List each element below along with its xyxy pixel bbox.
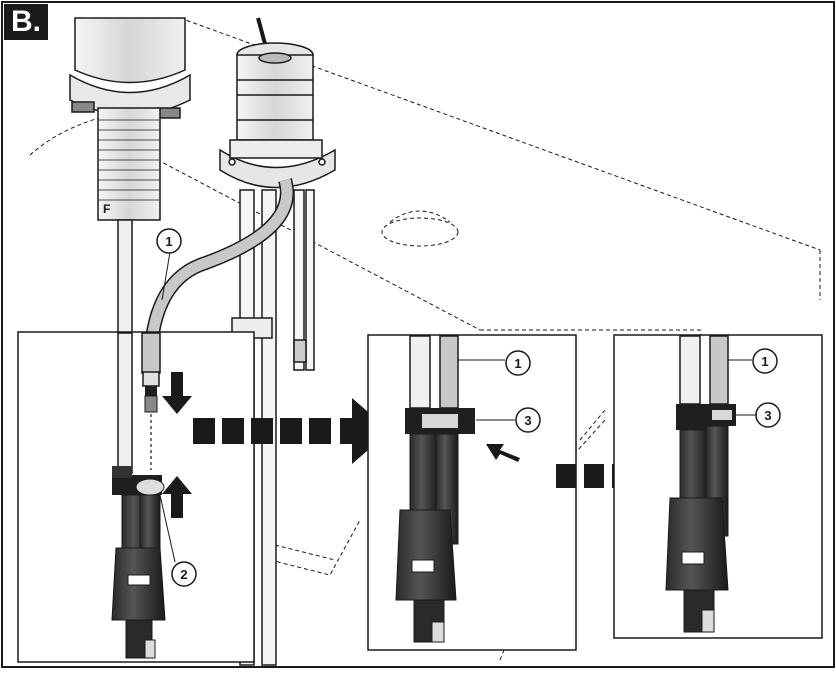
callout-label: 3 — [524, 413, 531, 428]
left-detail-panel — [17, 331, 255, 663]
callout-left-clip: 2 — [171, 561, 197, 587]
callout-label: 2 — [180, 567, 187, 582]
callout-label: 1 — [514, 356, 521, 371]
callout-right-hose: 1 — [752, 348, 778, 374]
callout-middle-hose: 1 — [505, 350, 531, 376]
callout-label: 3 — [764, 408, 771, 423]
middle-detail-panel — [367, 334, 577, 651]
down-arrow-icon — [162, 372, 192, 414]
callout-right-clip: 3 — [755, 402, 781, 428]
faucet-body: F — [69, 17, 191, 341]
callout-left-hose: 1 — [156, 228, 182, 254]
step-label: B. — [4, 4, 48, 40]
hose-fill — [144, 178, 293, 371]
up-arrow-icon — [162, 476, 192, 518]
transition-arrow-large — [193, 398, 390, 464]
callout-label: 1 — [761, 354, 768, 369]
push-arrow-icon — [486, 444, 520, 462]
callout-label: 1 — [165, 234, 172, 249]
svg-text:F: F — [103, 202, 110, 216]
callout-middle-clip: 3 — [515, 407, 541, 433]
right-detail-panel — [613, 334, 823, 639]
